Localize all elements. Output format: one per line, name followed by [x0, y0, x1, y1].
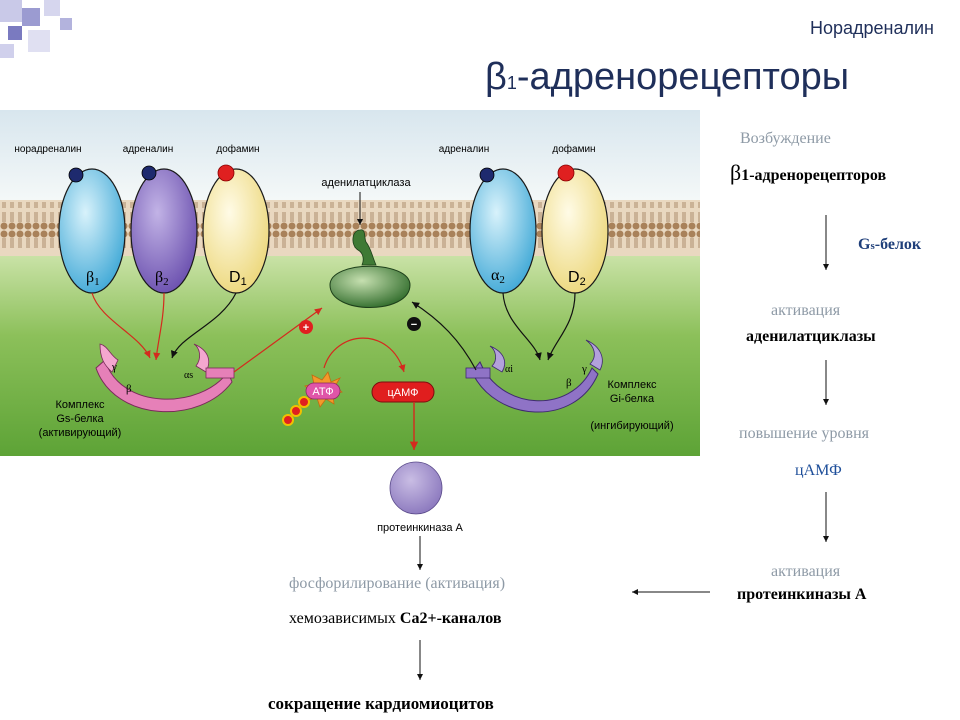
plus-sign [299, 320, 313, 334]
subtitle: Норадреналин [809, 18, 934, 38]
ligand-noradrenaline-label: норадреналин [14, 144, 81, 155]
step3-level-increase: повышение уровня [739, 425, 869, 442]
step2-adenylate-cyclase: аденилатциклазы [746, 328, 876, 345]
ligand-dopamine-label-2: дофамин [552, 143, 595, 155]
ligand-dopamine-label: дофамин [216, 143, 259, 155]
gi-label-line3: (ингибирующий) [590, 420, 673, 432]
dopamine-molecule [217, 164, 235, 182]
phosphorylation-label: фосфорилирование (активация) [289, 575, 506, 592]
gs-protein-complex [95, 359, 233, 413]
gi-alpha: αi [505, 364, 513, 375]
atp-pill [305, 382, 341, 400]
atp-label: АТФ [312, 386, 333, 398]
step1-receptors: β1-адренорецепторов [730, 160, 887, 185]
noradrenaline-molecule [68, 167, 84, 183]
pka-label: протеинкиназа А [377, 522, 463, 534]
step3-camp: цАМФ [795, 462, 842, 479]
ligand-adrenaline-label: адреналин [123, 144, 174, 155]
gs-gamma: γ [111, 361, 117, 373]
gs-label-line3: (активирующий) [39, 427, 122, 439]
dopamine-molecule-2 [557, 164, 575, 182]
gi-protein-complex [471, 361, 599, 413]
beta1-label: β1 [86, 269, 100, 288]
title-beta: β [485, 56, 507, 98]
step1-excitation: Возбуждение [740, 130, 831, 147]
gi-label-line2: Gi-белка [610, 393, 655, 405]
calcium-channels-label: хемозависимых Са2+-каналов [289, 610, 502, 627]
svg-text:+: + [303, 322, 309, 334]
gs-label-line1: Комплекс [55, 399, 105, 411]
adenylate-cyclase-stem [352, 229, 377, 266]
gs-alpha: αs [184, 370, 193, 381]
gs-label-line2: Gs-белка [56, 413, 104, 425]
alpha2-label: α2 [491, 267, 505, 286]
gs-protein-label: Gs-белок [858, 236, 922, 253]
beta2-label: β2 [155, 269, 169, 288]
gi-gamma: γ [581, 363, 587, 375]
camp-pill [371, 381, 435, 403]
gi-beta: β [566, 377, 572, 389]
d2-label: D2 [568, 269, 586, 288]
title-subscript: 1 [506, 73, 517, 93]
adenylate-cyclase-label: аденилатциклаза [321, 177, 411, 189]
d1-label: D1 [229, 269, 247, 288]
step2-activation: активация [771, 302, 841, 319]
adenylate-cyclase [329, 265, 411, 308]
cardiomyocyte-contraction: сокращение кардиомиоцитов [268, 694, 494, 713]
page-title: β1-адренорецепторы [485, 56, 849, 99]
ligand-adrenaline-label-2: адреналин [439, 144, 490, 155]
camp-label: цАМФ [387, 387, 418, 399]
gs-beta: β [126, 383, 132, 395]
corner-decoration [0, 0, 80, 60]
adrenaline-molecule-2 [479, 167, 495, 183]
minus-sign [407, 317, 421, 331]
svg-text:−: − [411, 319, 417, 331]
adrenaline-molecule [141, 165, 157, 181]
step4-pka: протеинкиназы А [737, 586, 867, 603]
protein-kinase-a [389, 461, 443, 515]
step4-activation: активация [771, 563, 841, 580]
title-rest: -адренорецепторы [516, 56, 850, 98]
gi-label-line1: Комплекс [607, 379, 657, 391]
receptor-diagram: норадреналин адреналин дофамин адреналин… [0, 110, 700, 550]
